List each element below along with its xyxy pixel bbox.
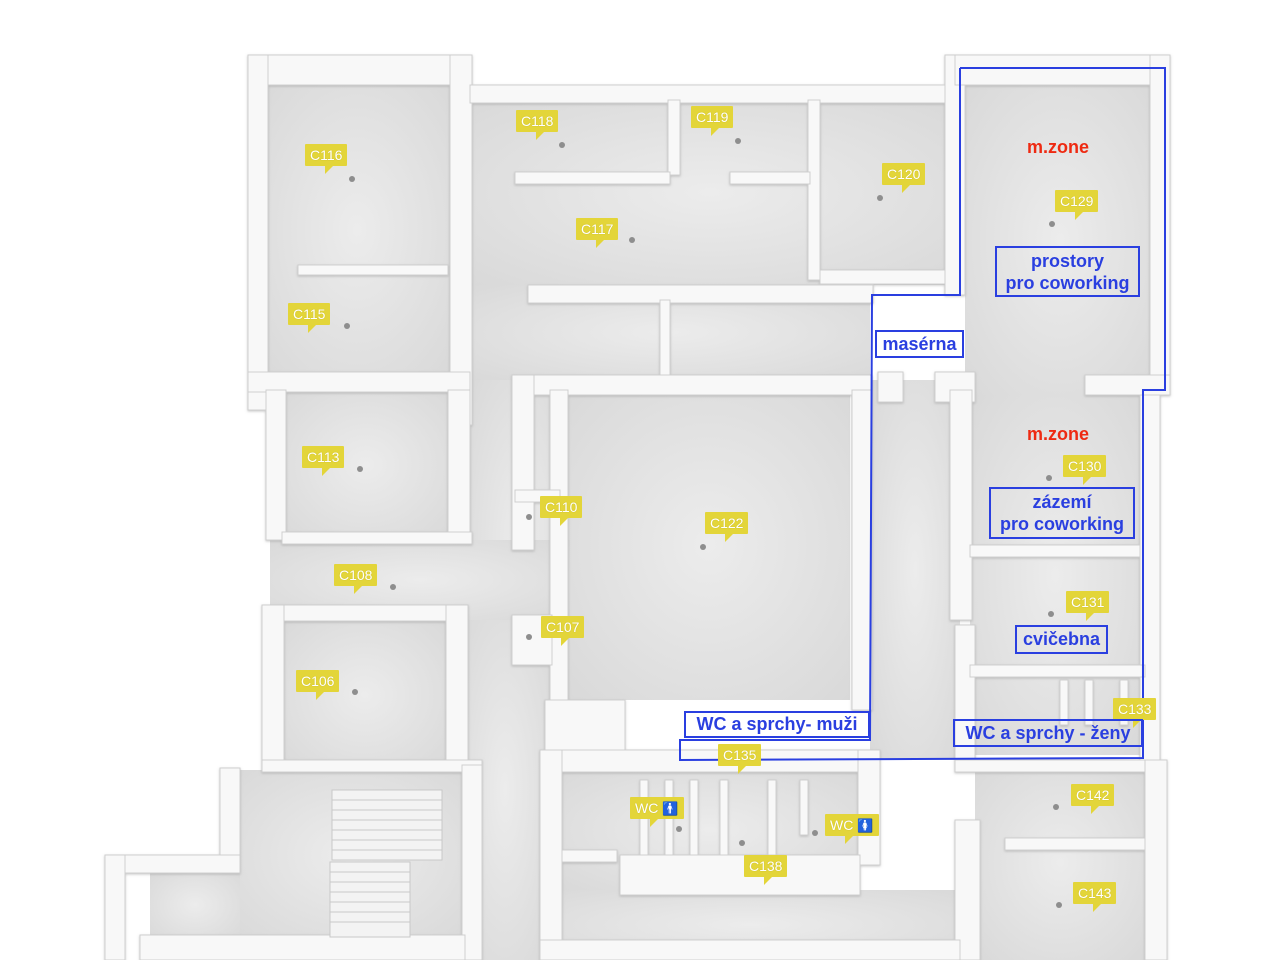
room-pin bbox=[739, 840, 745, 846]
room-pin bbox=[352, 689, 358, 695]
room-pin bbox=[344, 323, 350, 329]
room-pin bbox=[877, 195, 883, 201]
room-pin bbox=[1046, 475, 1052, 481]
room-pin bbox=[1053, 804, 1059, 810]
male-figure-icon: 🚹 bbox=[662, 801, 679, 816]
staircase bbox=[329, 789, 443, 938]
room-pin bbox=[559, 142, 565, 148]
wc-women-text: WC bbox=[830, 817, 854, 833]
room-pin bbox=[526, 514, 532, 520]
room-tag-c138: C138 bbox=[744, 855, 788, 885]
room-pin bbox=[629, 237, 635, 243]
room-tag-c113: C113 bbox=[302, 446, 345, 476]
room-tag-c129: C129 bbox=[1055, 190, 1099, 220]
coworking-zone-boundary bbox=[679, 67, 1166, 762]
room-pin bbox=[1048, 611, 1054, 617]
coworking-backoffice-label: zázemí pro coworking bbox=[989, 487, 1135, 539]
room-tag-c110: C110 bbox=[540, 496, 583, 526]
room-pin bbox=[390, 584, 396, 590]
coworking-backoffice-line1: zázemí bbox=[1032, 492, 1092, 512]
room-tag-c133: C133 bbox=[1113, 698, 1157, 728]
room-pin bbox=[357, 466, 363, 472]
wc-men-text: WC bbox=[635, 800, 659, 816]
room-pin bbox=[700, 544, 706, 550]
room-tag-c120: C120 bbox=[882, 163, 926, 193]
wc-showers-women-label: WC a sprchy - ženy bbox=[953, 719, 1143, 747]
room-pin bbox=[1056, 902, 1062, 908]
coworking-space-line1: prostory bbox=[1030, 251, 1104, 271]
room-tag-c108: C108 bbox=[334, 564, 378, 594]
gym-label: cvičebna bbox=[1015, 625, 1108, 654]
coworking-space-line2: pro coworking bbox=[1005, 273, 1130, 293]
room-pin bbox=[676, 826, 682, 832]
room-tag-c116: C116 bbox=[305, 144, 348, 174]
mzone-label-top: m.zone bbox=[1027, 137, 1090, 157]
coworking-space-label: prostory pro coworking bbox=[995, 246, 1140, 297]
room-pin bbox=[526, 634, 532, 640]
room-tag-c122: C122 bbox=[705, 512, 749, 542]
room-tag-c115: C115 bbox=[288, 303, 331, 333]
coworking-backoffice-line2: pro coworking bbox=[999, 514, 1124, 534]
room-pin bbox=[812, 830, 818, 836]
room-tag-c142: C142 bbox=[1071, 784, 1115, 814]
wc-showers-men-label: WC a sprchy- muži bbox=[684, 711, 870, 738]
room-tag-c117: C117 bbox=[576, 218, 619, 248]
female-figure-icon: 🚺 bbox=[857, 818, 874, 833]
massage-room-label: masérna bbox=[875, 330, 964, 358]
room-tag-c107: C107 bbox=[541, 616, 585, 646]
room-tag-c130: C130 bbox=[1063, 455, 1107, 485]
room-tag-wc-women: WC🚺 bbox=[825, 814, 879, 844]
room-tag-c106: C106 bbox=[296, 670, 340, 700]
room-tag-c119: C119 bbox=[691, 106, 734, 136]
room-tag-c118: C118 bbox=[516, 110, 559, 140]
room-tag-wc-men: WC🚹 bbox=[630, 797, 684, 827]
room-pin bbox=[735, 138, 741, 144]
room-tag-c131: C131 bbox=[1066, 591, 1110, 621]
mzone-label-mid: m.zone bbox=[1027, 424, 1090, 444]
room-pin bbox=[349, 176, 355, 182]
room-pin bbox=[1049, 221, 1055, 227]
room-tag-c135: C135 bbox=[718, 744, 762, 774]
room-tag-c143: C143 bbox=[1073, 882, 1117, 912]
